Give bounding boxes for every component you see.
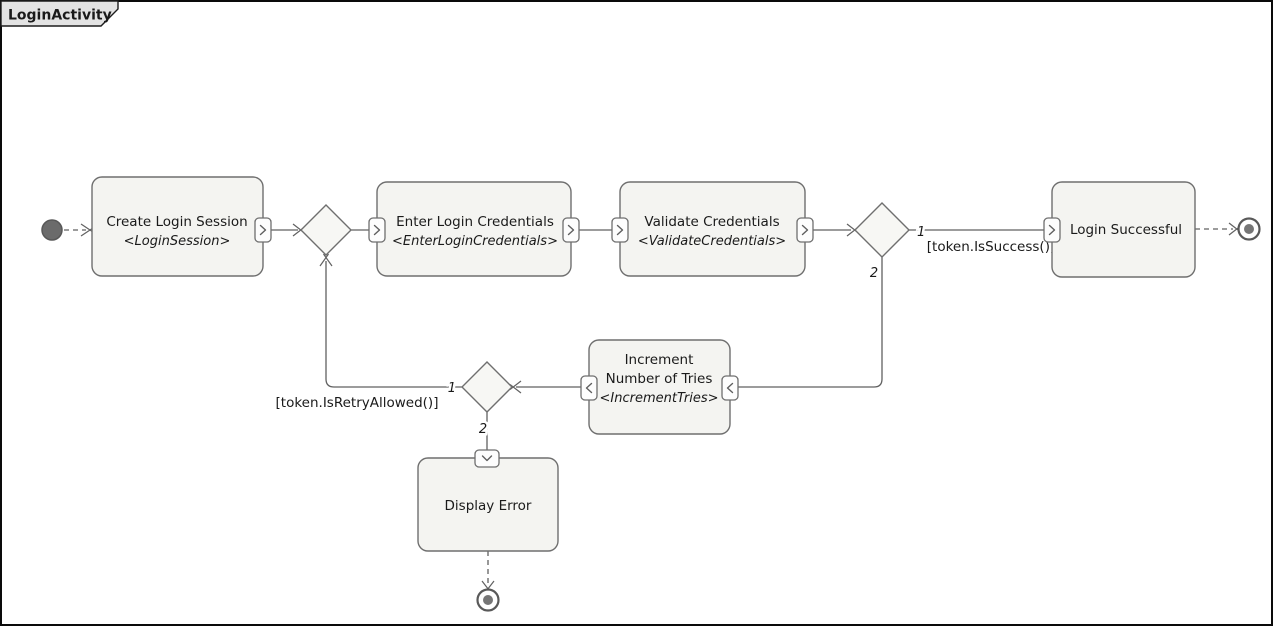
edge-retry[interactable] xyxy=(325,261,462,388)
initial-node[interactable] xyxy=(41,219,63,241)
input-pin-enter-login-credentials[interactable] xyxy=(368,217,386,243)
action-label: Enter Login Credentials xyxy=(396,214,554,230)
success-order-label: 1 xyxy=(917,225,925,240)
chevron-left-icon xyxy=(585,382,593,394)
action-node-login-successful[interactable]: Login Successful xyxy=(1043,181,1196,278)
activity-final-node-success[interactable] xyxy=(1237,217,1261,241)
success-guard-label: [token.IsSuccess()] xyxy=(927,239,1055,255)
action-stereotype: <IncrementTries> xyxy=(599,391,718,406)
frame-title-tab[interactable] xyxy=(0,0,119,27)
activity-final-node-error[interactable] xyxy=(476,588,500,612)
output-pin-validate-credentials[interactable] xyxy=(796,217,814,243)
decision-node-retry-allowed[interactable] xyxy=(461,361,513,413)
chevron-right-icon xyxy=(373,224,381,236)
frame-title: LoginActivity xyxy=(8,8,112,24)
chevron-right-icon xyxy=(616,224,624,236)
action-label: Validate Credentials xyxy=(644,214,779,230)
action-node-display-error[interactable]: Display Error xyxy=(417,449,559,552)
action-label-line1: Increment xyxy=(625,352,694,368)
action-stereotype: <EnterLoginCredentials> xyxy=(392,234,558,249)
action-node-create-login-session[interactable]: Create Login Session <LoginSession> xyxy=(91,176,272,277)
action-stereotype: <ValidateCredentials> xyxy=(638,234,786,249)
arrowhead xyxy=(80,223,94,237)
action-label: Display Error xyxy=(445,498,532,514)
edge-failure[interactable] xyxy=(738,257,883,388)
chevron-right-icon xyxy=(567,224,575,236)
output-pin-increment-tries[interactable] xyxy=(580,375,598,401)
merge-node[interactable] xyxy=(300,204,352,256)
action-node-increment-tries[interactable]: Increment Number of Tries <IncrementTrie… xyxy=(580,339,739,435)
action-node-validate-credentials[interactable]: Validate Credentials <ValidateCredential… xyxy=(611,181,814,277)
failure-order-label: 2 xyxy=(870,266,878,281)
decision-node-validate-result[interactable] xyxy=(854,202,910,258)
action-node-enter-login-credentials[interactable]: Enter Login Credentials <EnterLoginCrede… xyxy=(368,181,580,277)
input-pin-validate-credentials[interactable] xyxy=(611,217,629,243)
chevron-right-icon xyxy=(801,224,809,236)
retry-guard-label: [token.IsRetryAllowed()] xyxy=(276,395,439,411)
edge-labels: 1 [token.IsSuccess()] 2 1 [token.IsRetry… xyxy=(276,223,1058,440)
chevron-down-icon xyxy=(481,455,493,462)
action-label: Login Successful xyxy=(1070,222,1182,238)
action-label-line2: Number of Tries xyxy=(606,371,713,387)
input-pin-login-successful[interactable] xyxy=(1043,217,1061,243)
action-label: Create Login Session xyxy=(106,214,247,230)
input-pin-display-error[interactable] xyxy=(474,449,500,468)
retry-order-label: 1 xyxy=(448,381,456,396)
output-pin-enter-login-credentials[interactable] xyxy=(562,217,580,243)
output-pin-create-login-session[interactable] xyxy=(254,217,272,243)
chevron-right-icon xyxy=(259,224,267,236)
chevron-right-icon xyxy=(1048,224,1056,236)
error-order-label: 2 xyxy=(479,422,487,437)
input-pin-increment-tries[interactable] xyxy=(721,375,739,401)
action-stereotype: <LoginSession> xyxy=(124,234,231,249)
chevron-left-icon xyxy=(726,382,734,394)
arrowhead xyxy=(319,253,333,267)
